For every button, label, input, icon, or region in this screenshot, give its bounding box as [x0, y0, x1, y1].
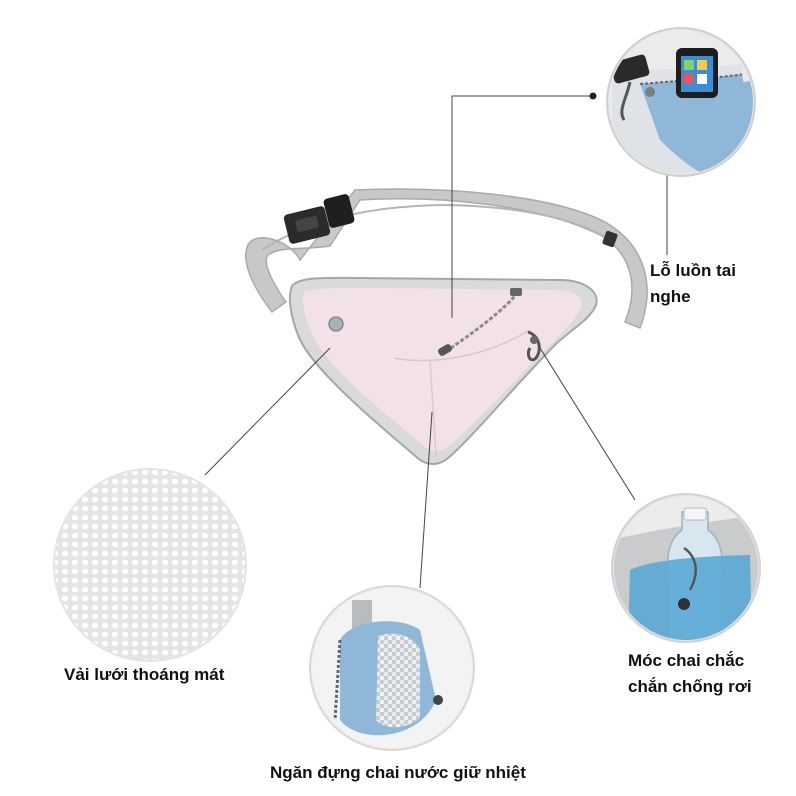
bottle-hook-detail: [611, 493, 761, 643]
callout-bottle-hook-line1: Móc chai chắc: [628, 651, 745, 670]
mesh-fabric-detail: [53, 468, 247, 662]
callout-line-pocket: [419, 411, 433, 589]
callout-line-hook: [539, 347, 636, 501]
buckle-icon: [283, 194, 355, 244]
callout-line-earphone: [451, 95, 592, 318]
callout-mesh-fabric-label: Vải lưới thoáng mát: [64, 662, 224, 688]
waist-strap: [245, 188, 648, 329]
zipper: [444, 291, 520, 354]
callout-bottle-hook-label: Móc chai chắc chắn chống rơi: [628, 648, 752, 700]
callout-earphone-hole-line2: nghe: [650, 287, 691, 306]
callout-line-mesh: [204, 347, 331, 476]
earphone-hole-detail: [606, 27, 756, 177]
callout-mesh-fabric-text: Vải lưới thoáng mát: [64, 665, 225, 684]
bottle-pocket-detail: [309, 585, 475, 751]
callout-bottle-hook-line2: chắn chống rơi: [628, 677, 752, 696]
strap-adjuster-icon: [602, 230, 618, 248]
callout-lines: [204, 92, 668, 589]
callout-earphone-hole-line1: Lỗ luồn tai: [650, 261, 736, 280]
bottle-hook-icon: [526, 330, 541, 362]
callout-earphone-hole-label: Lỗ luồn tai nghe: [650, 258, 736, 310]
earphone-hole-icon: [328, 316, 344, 332]
callout-bottle-pocket-text: Ngăn đựng chai nước giữ nhiệt: [270, 763, 526, 782]
callout-bottle-pocket-label: Ngăn đựng chai nước giữ nhiệt: [270, 760, 526, 786]
main-bag: [245, 188, 648, 465]
